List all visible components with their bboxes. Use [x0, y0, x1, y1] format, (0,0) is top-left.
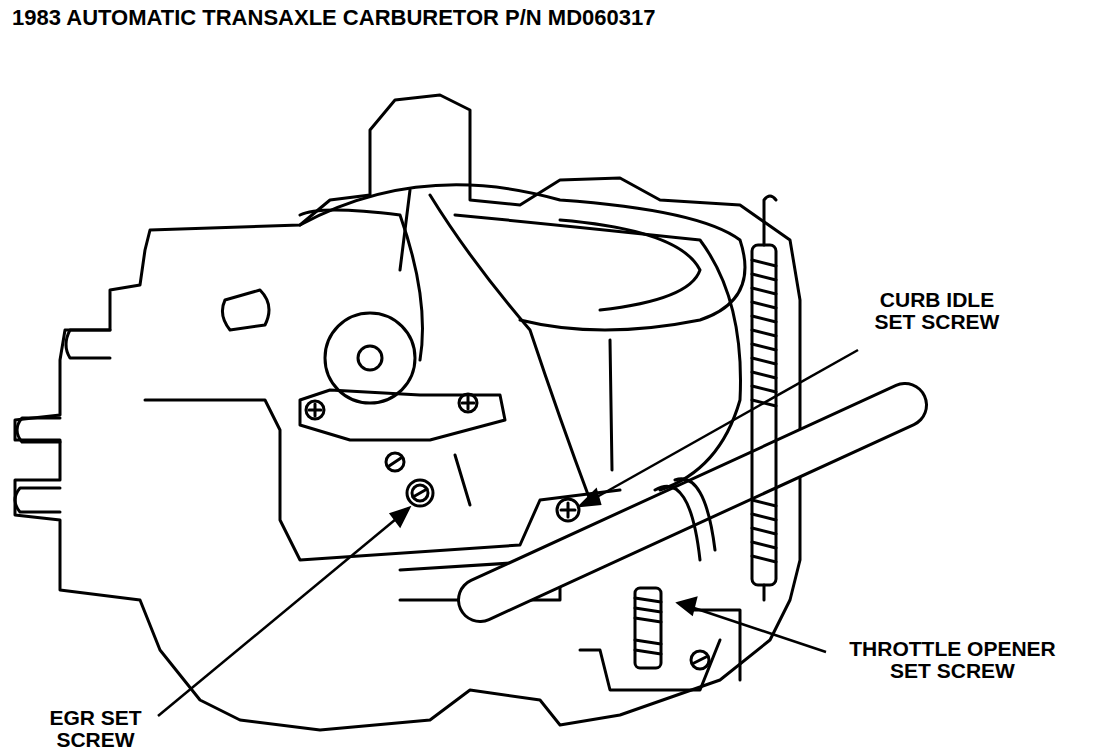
callout-label: EGR SET SCREW: [28, 707, 163, 751]
pipe-fitting: [66, 330, 110, 358]
vacuum-hose: [610, 340, 612, 470]
lever: [455, 455, 470, 505]
solenoid-bracket: [300, 390, 505, 440]
diagram-title: 1983 AUTOMATIC TRANSAXLE CARBURETOR P/N …: [12, 6, 655, 29]
pipe-fitting: [17, 418, 60, 442]
egr-set-screw: [412, 485, 428, 501]
mounting-screw: [386, 453, 404, 471]
linkage-screw: [694, 657, 706, 663]
carburetor-body: [15, 95, 800, 730]
egr-set-screw: [413, 489, 427, 497]
leader-line: [688, 606, 826, 652]
body-panel: [145, 400, 620, 560]
hose-clamp: [655, 479, 715, 560]
arrowhead: [580, 490, 600, 506]
mounting-screw: [389, 458, 401, 466]
arrowhead: [678, 598, 696, 614]
mounting-screw: [462, 397, 474, 409]
return-spring: [752, 260, 776, 562]
curb-idle-screw: [561, 503, 575, 517]
callout-label: THROTTLE OPENER SET SCREW: [830, 638, 1075, 682]
throttle-linkage: [580, 610, 740, 690]
curb-idle-screw: [557, 499, 579, 521]
mounting-screw: [309, 404, 321, 416]
return-spring: [752, 245, 776, 585]
throttle-opener: [635, 588, 661, 668]
mounting-screw: [306, 401, 324, 419]
leader-line: [588, 350, 858, 502]
vacuum-hose: [455, 215, 741, 490]
air-horn: [300, 185, 745, 330]
solenoid: [358, 346, 382, 370]
pipe-fitting: [222, 290, 269, 330]
egr-set-screw: [407, 480, 433, 506]
leader-line: [158, 514, 402, 716]
arrowhead: [391, 508, 409, 526]
air-hose: [480, 405, 905, 600]
vacuum-hose: [400, 190, 410, 270]
linkage-screw: [691, 651, 709, 669]
callout-label: CURB IDLE SET SCREW: [862, 289, 1012, 333]
mounting-screw: [459, 394, 477, 412]
pipe-fitting: [15, 488, 60, 512]
throttle-opener: [635, 598, 661, 654]
air-hose: [480, 405, 905, 600]
